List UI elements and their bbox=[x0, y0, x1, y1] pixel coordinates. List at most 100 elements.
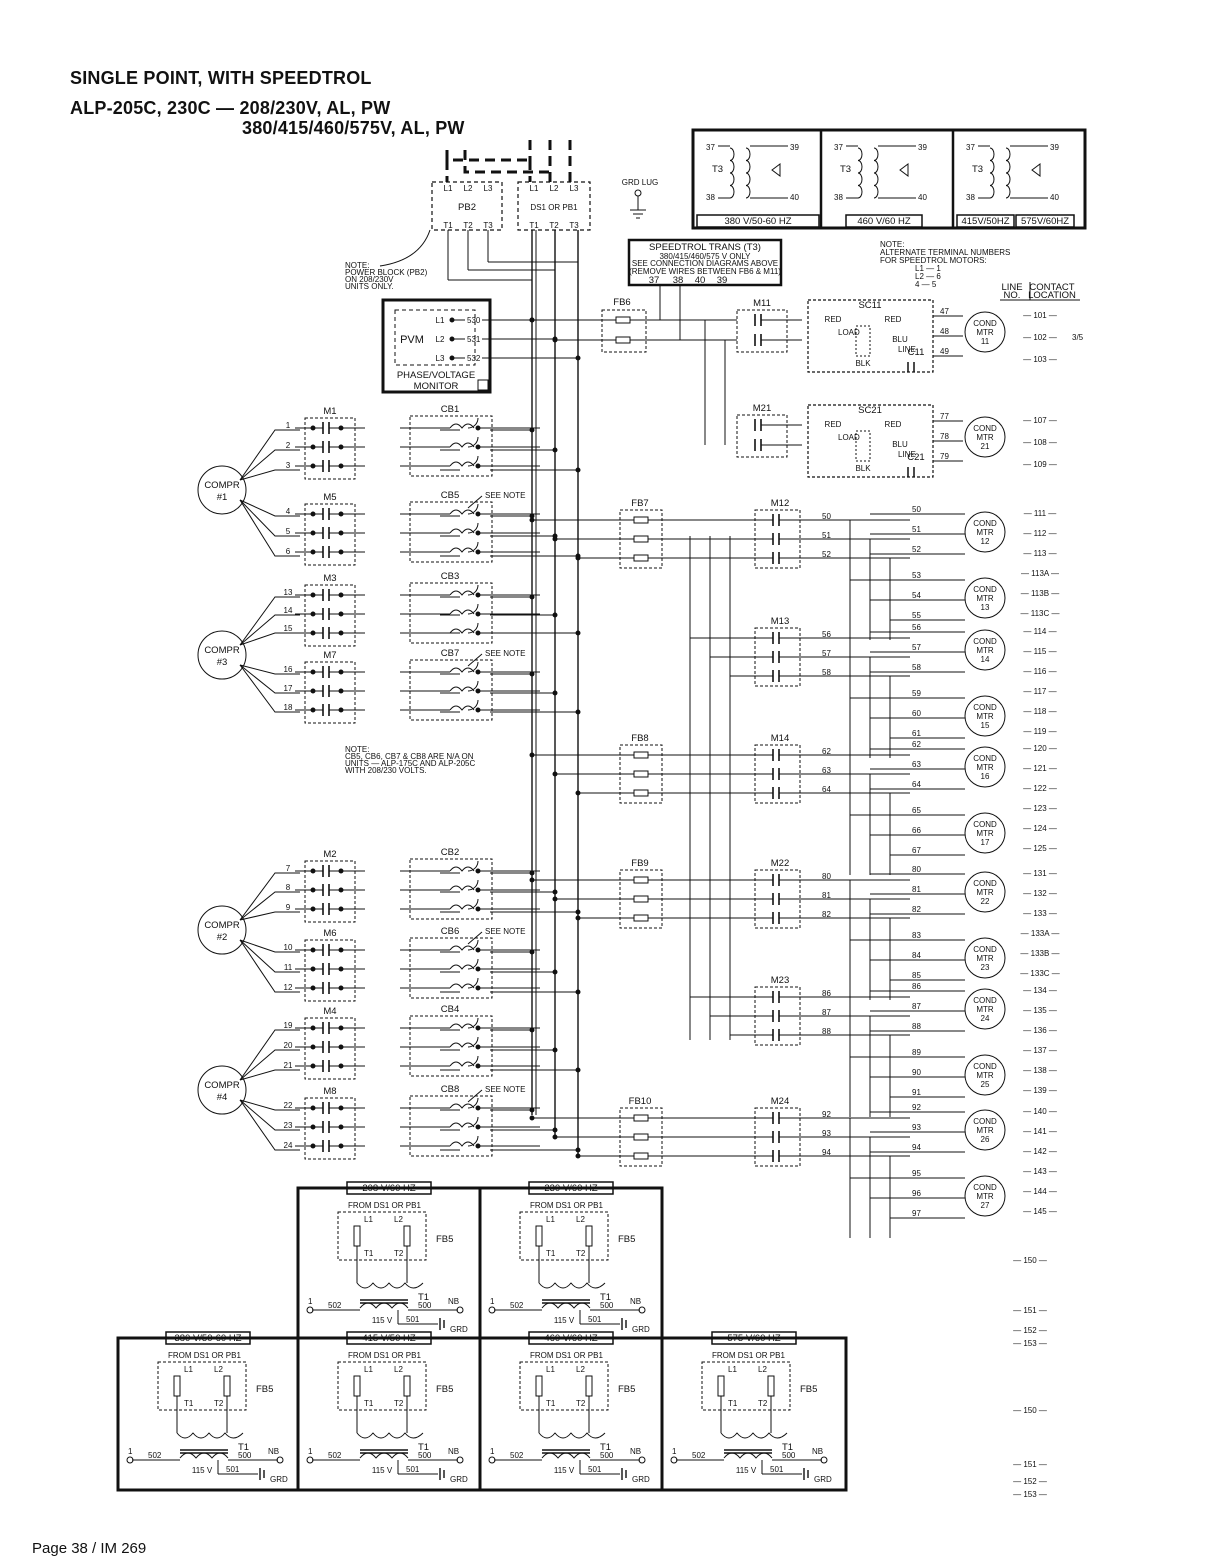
motor-wire-number: 87 bbox=[912, 1002, 921, 1011]
control-box-tag bbox=[528, 1331, 614, 1345]
capacitor-label: C11 bbox=[908, 347, 925, 358]
fb5-term: T2 bbox=[576, 1399, 586, 1408]
fan-wire-number: 94 bbox=[822, 1148, 831, 1157]
control-wire-number: 500 bbox=[418, 1451, 432, 1460]
bus-junction bbox=[575, 1067, 581, 1073]
motor-wire-number: 97 bbox=[912, 1209, 921, 1218]
bus-junction bbox=[575, 555, 581, 561]
compressor-wire-number: 3 bbox=[286, 461, 291, 470]
breaker-trip-arc bbox=[467, 958, 479, 970]
xfmr-lead: 37 bbox=[706, 143, 715, 152]
diagram-title: SINGLE POINT, WITH SPEEDTROL bbox=[70, 68, 372, 88]
fan-wire-number: 93 bbox=[822, 1129, 831, 1138]
fuse-block-fb5 bbox=[337, 1361, 427, 1411]
fb5-term: L2 bbox=[576, 1215, 585, 1224]
bus-junction bbox=[529, 877, 535, 883]
compressor-2 bbox=[197, 630, 247, 680]
compressor-lead bbox=[239, 1099, 300, 1131]
motor-label: COND bbox=[973, 1117, 997, 1126]
bus-junction bbox=[552, 1127, 558, 1133]
control-xfmr-secondary bbox=[723, 1452, 773, 1459]
contactor-M5-label: M5 bbox=[323, 492, 336, 503]
motor-label: MTR bbox=[976, 328, 994, 337]
fuse-element bbox=[633, 516, 649, 524]
compressor-wire-number: 7 bbox=[286, 864, 291, 873]
control-wire-number: 501 bbox=[226, 1465, 240, 1474]
line-number: — 150 — bbox=[1013, 1406, 1047, 1415]
fb5-term: T1 bbox=[546, 1399, 556, 1408]
pvm-wire-number: 532 bbox=[467, 354, 481, 363]
speedtrol-wire-number: 40 bbox=[695, 275, 706, 286]
breaker-CB4-enclosure bbox=[409, 1015, 493, 1077]
fan-wire-number: 62 bbox=[822, 747, 831, 756]
contact-terminal bbox=[310, 611, 316, 617]
wire-color-blu: BLU bbox=[892, 440, 908, 449]
control-box-tag bbox=[711, 1331, 797, 1345]
fan-wire-number: 63 bbox=[822, 766, 831, 775]
xfmr-lead: 37 bbox=[966, 143, 975, 152]
control-xfmr-secondary bbox=[359, 1302, 409, 1309]
line-number: — 142 — bbox=[1023, 1147, 1057, 1156]
motor-label: MTR bbox=[976, 433, 994, 442]
control-terminal-nb bbox=[456, 1306, 464, 1314]
compressor-lead bbox=[239, 911, 300, 921]
bus-junction bbox=[529, 427, 535, 433]
see-note-label: SEE NOTE bbox=[485, 927, 525, 936]
control-terminal-nb bbox=[820, 1456, 828, 1464]
load-label: LOAD bbox=[838, 328, 860, 337]
breaker-thermal bbox=[449, 945, 475, 951]
bus-junction bbox=[575, 1153, 581, 1159]
xfmr-voltage-tag bbox=[1015, 214, 1075, 228]
pb2-term-bot: T3 bbox=[483, 221, 493, 230]
motor-wire-number: 67 bbox=[912, 846, 921, 855]
motor-label: MTR bbox=[976, 829, 994, 838]
motor-label: COND bbox=[973, 754, 997, 763]
motor-wire-number: 92 bbox=[912, 1103, 921, 1112]
fan-motor-cond-mtr-27 bbox=[964, 1175, 1006, 1217]
compressor-wire-number: 9 bbox=[286, 903, 291, 912]
contact-terminal bbox=[310, 592, 316, 598]
breaker-thermal bbox=[449, 628, 475, 634]
motor-wire-number: 58 bbox=[912, 663, 921, 672]
bus-junction bbox=[552, 447, 558, 453]
contact-terminal bbox=[310, 444, 316, 450]
control-terminal-label: 1 bbox=[308, 1297, 313, 1306]
fan-motor-cond-mtr-23 bbox=[964, 937, 1006, 979]
xfmr-primary-coil bbox=[857, 147, 863, 199]
contactor-M8-enclosure bbox=[304, 1097, 356, 1160]
motor-label: MTR bbox=[976, 1005, 994, 1014]
wire-color-red: RED bbox=[825, 420, 842, 429]
line-number: — 125 — bbox=[1023, 844, 1057, 853]
motor-wire-number: 65 bbox=[912, 806, 921, 815]
contact-location: 3/5 bbox=[1072, 333, 1084, 342]
line-number: — 113 — bbox=[1023, 549, 1056, 558]
line-number: — 113B — bbox=[1021, 589, 1060, 598]
breaker-trip-arc bbox=[467, 503, 479, 515]
motor-label: COND bbox=[973, 996, 997, 1005]
control-xfmr-label: T1 bbox=[418, 1292, 429, 1303]
bus-junction bbox=[552, 337, 558, 343]
contact-terminal bbox=[338, 707, 344, 713]
pb2-label: PB2 bbox=[458, 202, 476, 213]
line-number: — 123 — bbox=[1023, 804, 1057, 813]
motor-label: COND bbox=[973, 945, 997, 954]
control-voltage-label: 115 V bbox=[554, 1316, 575, 1325]
bus-junction bbox=[575, 909, 581, 915]
bus-junction bbox=[529, 949, 535, 955]
contactor-M14-label: M14 bbox=[771, 733, 789, 744]
compressor-wire-number: 4 bbox=[286, 507, 291, 516]
fuse-element bbox=[633, 535, 649, 543]
compressor-wire-number: 15 bbox=[284, 624, 293, 633]
speed-control-sensor bbox=[855, 430, 871, 462]
wire-color-red: RED bbox=[885, 420, 902, 429]
pb2-note-text: NOTE: bbox=[345, 261, 369, 270]
diagram-subtitle-2: 380/415/460/575V, AL, PW bbox=[242, 118, 465, 138]
compressor-lead bbox=[239, 664, 300, 713]
motor-label: MTR bbox=[976, 954, 994, 963]
xfmr-voltage-label: 415V/50HZ bbox=[961, 216, 1009, 227]
fuse-block-fb5 bbox=[519, 1211, 609, 1261]
motor-label: COND bbox=[973, 1183, 997, 1192]
fb5-fuse bbox=[717, 1375, 725, 1397]
fuse-block-fb9-label: FB9 bbox=[631, 858, 648, 869]
motor-wire-number: 64 bbox=[912, 780, 921, 789]
